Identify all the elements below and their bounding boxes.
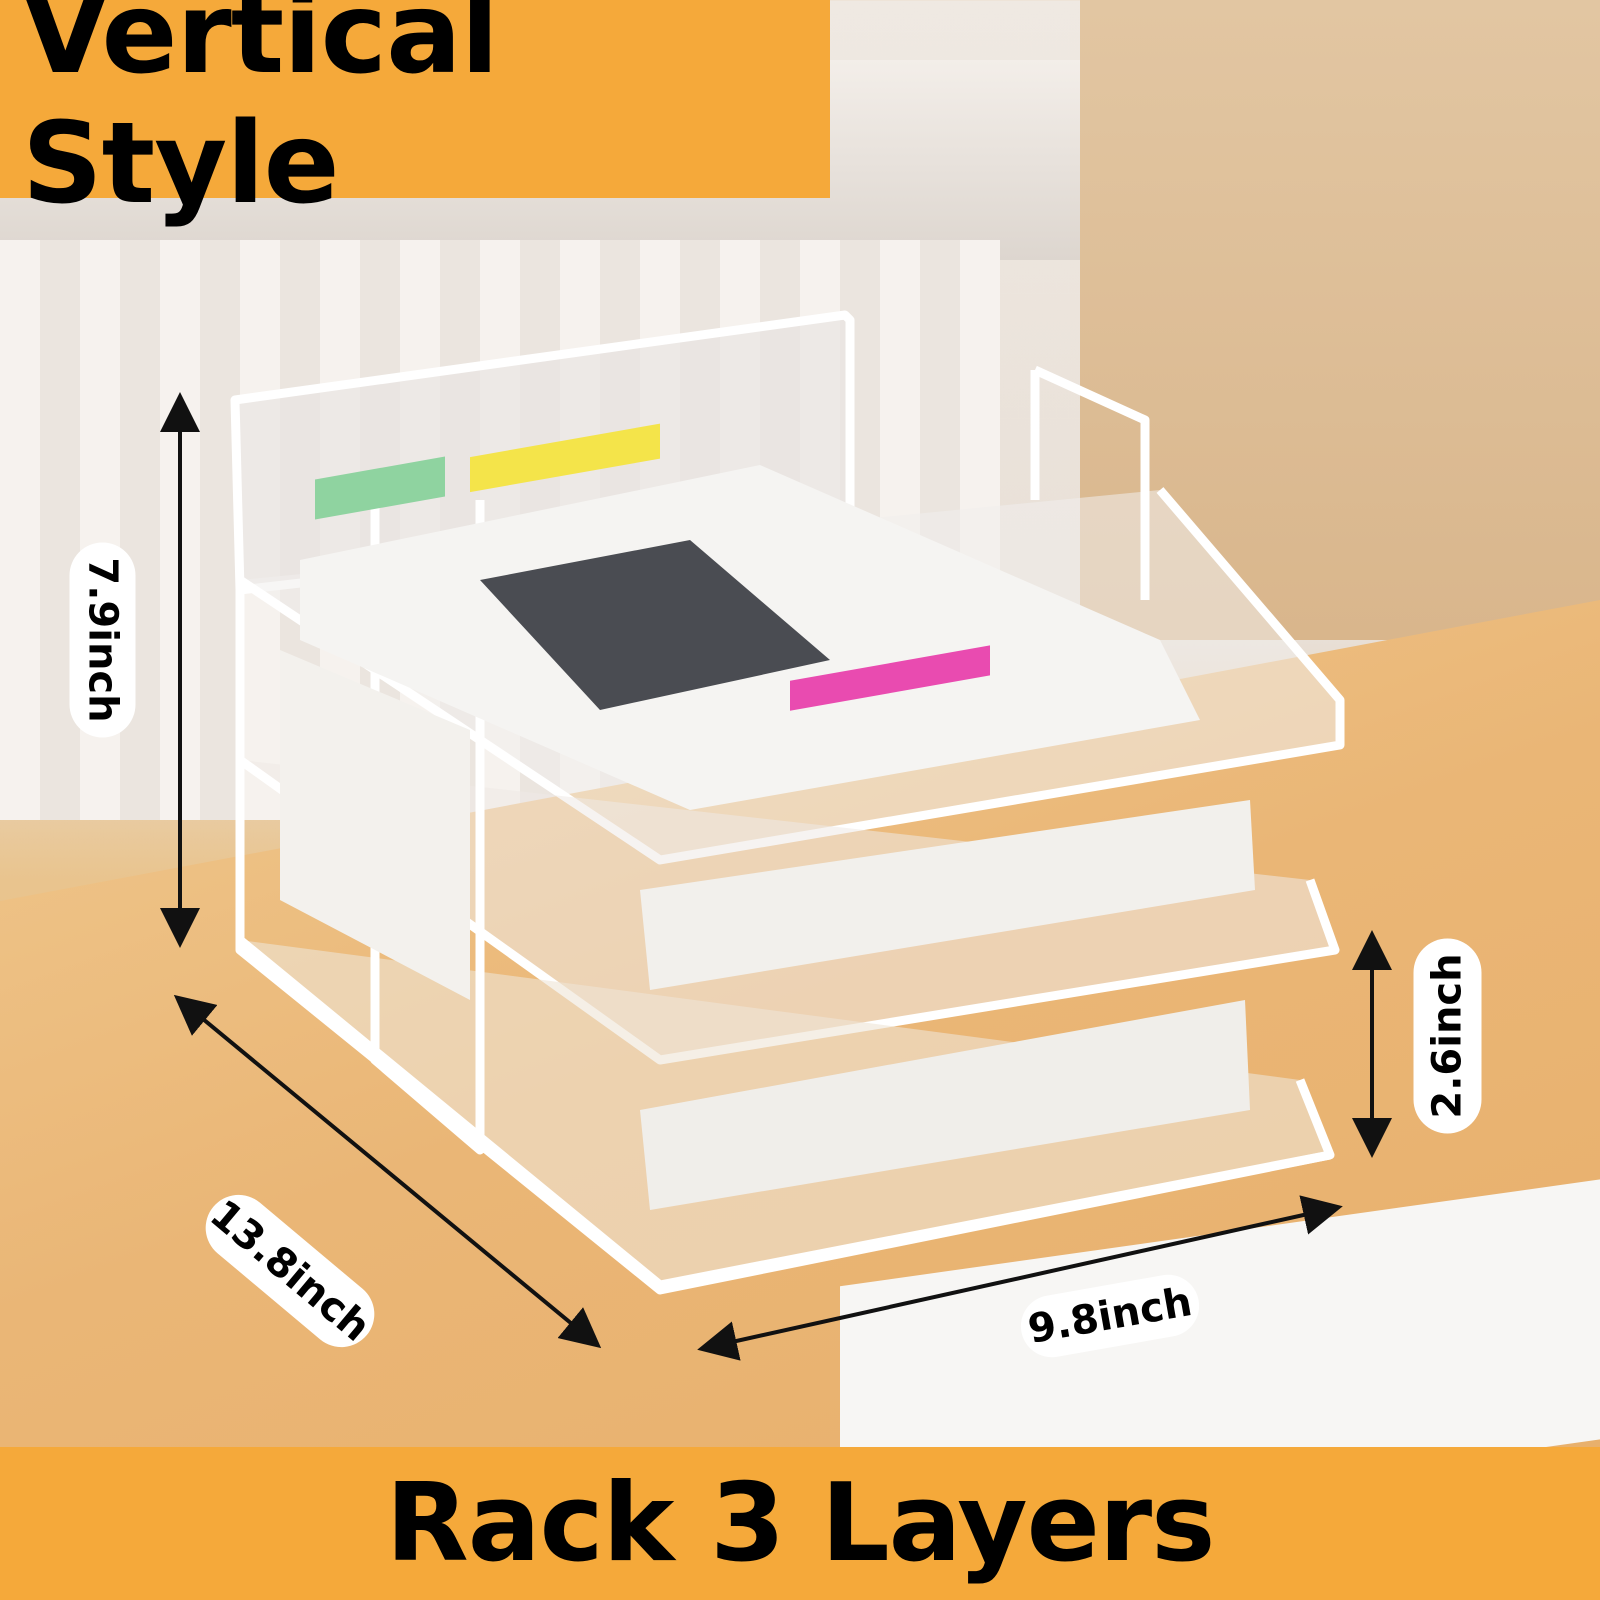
rack-right-handle xyxy=(1030,365,1150,600)
headline-bottom: Rack 3 Layers xyxy=(385,1461,1216,1586)
calculator xyxy=(480,540,830,710)
layer-gap-label: 2.6inch xyxy=(1413,938,1482,1134)
headline-top: Vertical Style xyxy=(22,0,499,229)
height-label: 7.9inch xyxy=(69,542,136,738)
bottom-banner: Rack 3 Layers xyxy=(0,1447,1600,1600)
depth-arrow xyxy=(173,994,602,1349)
stacked-books xyxy=(280,650,1255,1210)
top-banner: Vertical Style xyxy=(0,0,830,229)
width-arrow xyxy=(697,1195,1343,1361)
stacked-papers xyxy=(300,423,1200,810)
